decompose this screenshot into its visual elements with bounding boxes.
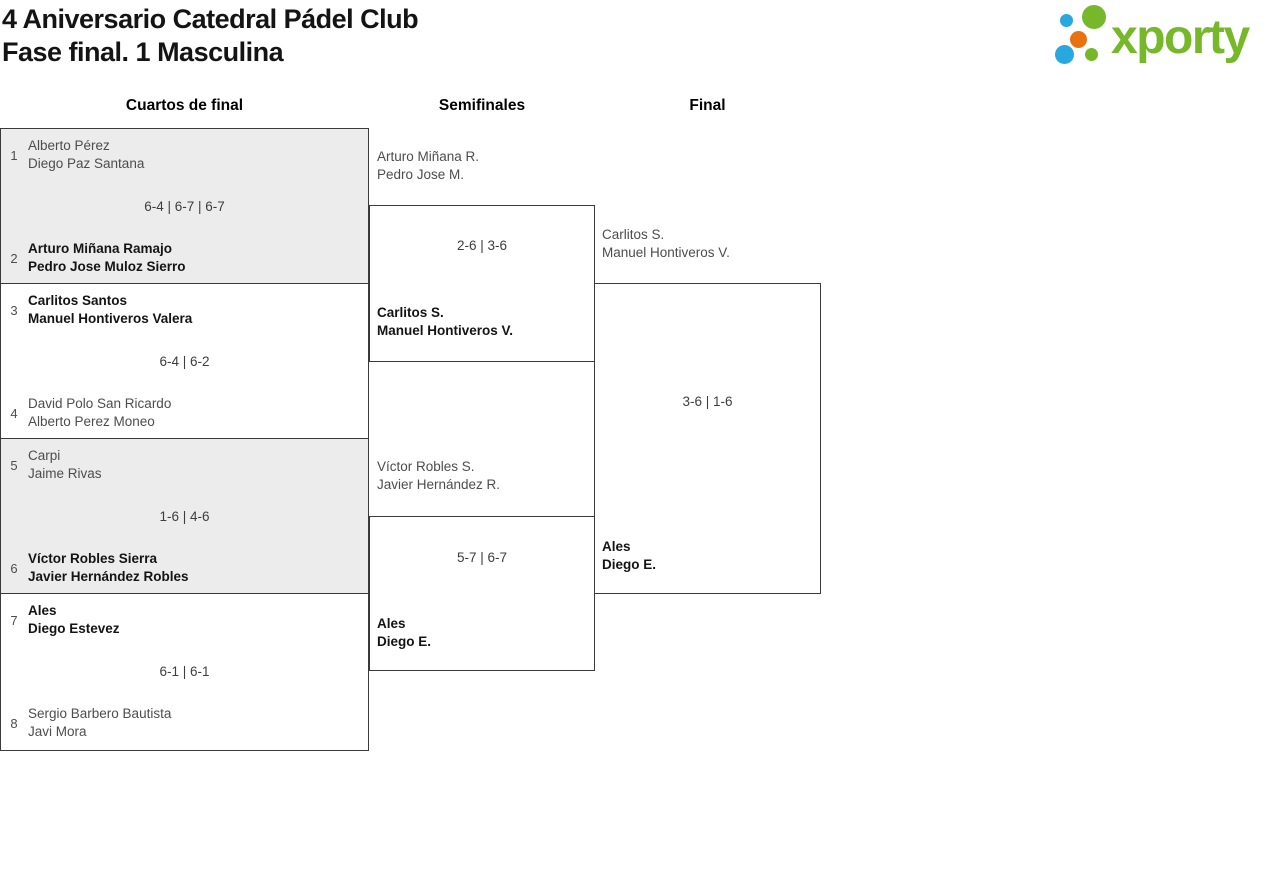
player-name: Víctor Robles S. xyxy=(377,459,475,474)
player-name: Diego E. xyxy=(602,557,657,572)
team-pair: Arturo Miñana Ramajo Pedro Jose Muloz Si… xyxy=(28,240,186,276)
team-pair: Ales Diego E. xyxy=(602,538,656,574)
team-pair: Carlitos S. Manuel Hontiveros V. xyxy=(377,304,513,340)
player-name: Alberto Perez Moneo xyxy=(28,414,155,429)
player-name: Javi Mora xyxy=(28,724,87,739)
quarterfinal-match-2[interactable]: 3 Carlitos Santos Manuel Hontiveros Vale… xyxy=(0,283,369,439)
logo-dot-blue-large-icon xyxy=(1055,45,1074,64)
seed-number: 4 xyxy=(10,405,18,421)
match-score: 2-6 | 3-6 xyxy=(456,238,508,253)
xporty-logo[interactable]: xporty xyxy=(1050,0,1280,76)
seed-number: 5 xyxy=(10,457,18,473)
player-name: Ales xyxy=(377,616,406,631)
player-name: Diego Paz Santana xyxy=(28,156,145,171)
logo-wordmark: xporty xyxy=(1111,11,1250,64)
team-pair: Carlitos S. Manuel Hontiveros V. xyxy=(602,226,730,262)
team-pair: Ales Diego Estevez xyxy=(28,602,120,638)
player-name: Víctor Robles Sierra xyxy=(28,551,158,566)
team-pair: David Polo San Ricardo Alberto Perez Mon… xyxy=(28,395,171,431)
logo-dot-blue-small-icon xyxy=(1060,14,1073,27)
player-name: Manuel Hontiveros V. xyxy=(377,323,514,338)
team-pair: Ales Diego E. xyxy=(377,615,431,651)
match-score: 5-7 | 6-7 xyxy=(456,550,508,565)
match-score: 6-4 | 6-7 | 6-7 xyxy=(144,199,225,214)
match-score: 6-1 | 6-1 xyxy=(159,664,210,679)
player-name: Pedro Jose M. xyxy=(377,167,465,182)
team-pair: Carlitos Santos Manuel Hontiveros Valera xyxy=(28,292,192,328)
seed-number: 8 xyxy=(10,715,18,731)
seed-number: 3 xyxy=(10,302,18,318)
match-score: 6-4 | 6-2 xyxy=(159,354,210,369)
player-name: Carlitos S. xyxy=(602,227,665,242)
match-score: 1-6 | 4-6 xyxy=(159,509,210,524)
seed-number: 6 xyxy=(10,560,18,576)
page-title: 4 Aniversario Catedral Pádel Club Fase f… xyxy=(2,3,419,69)
round-header-final: Final xyxy=(689,97,726,114)
player-name: Sergio Barbero Bautista xyxy=(28,706,172,721)
player-name: Arturo Miñana R. xyxy=(377,149,480,164)
team-pair: Víctor Robles S. Javier Hernández R. xyxy=(377,458,500,494)
team-pair: Arturo Miñana R. Pedro Jose M. xyxy=(377,148,479,184)
player-name: Manuel Hontiveros Valera xyxy=(28,311,193,326)
player-name: David Polo San Ricardo xyxy=(28,396,172,411)
team-pair: Víctor Robles Sierra Javier Hernández Ro… xyxy=(28,550,189,586)
player-name: Javier Hernández Robles xyxy=(28,569,189,584)
logo-dot-orange-icon xyxy=(1070,31,1087,48)
player-name: Javier Hernández R. xyxy=(377,477,501,492)
quarterfinal-match-3[interactable]: 5 Carpi Jaime Rivas 1-6 | 4-6 6 Víctor R… xyxy=(0,438,369,594)
player-name: Arturo Miñana Ramajo xyxy=(28,241,173,256)
player-name: Pedro Jose Muloz Sierro xyxy=(28,259,186,274)
final-match-box[interactable] xyxy=(594,283,821,594)
player-name: Alberto Pérez xyxy=(28,138,110,153)
team-pair: Sergio Barbero Bautista Javi Mora xyxy=(28,705,171,741)
quarterfinal-match-1[interactable]: 1 Alberto Pérez Diego Paz Santana 6-4 | … xyxy=(0,128,369,284)
logo-dot-green-small-icon xyxy=(1085,48,1098,61)
player-name: Jaime Rivas xyxy=(28,466,102,481)
player-name: Diego E. xyxy=(377,634,432,649)
round-header-semifinals: Semifinales xyxy=(438,97,526,114)
player-name: Carlitos S. xyxy=(377,305,444,320)
match-score: 3-6 | 1-6 xyxy=(682,394,733,409)
seed-number: 7 xyxy=(10,612,18,628)
player-name: Diego Estevez xyxy=(28,621,120,636)
player-name: Ales xyxy=(602,539,631,554)
player-name: Ales xyxy=(28,603,57,618)
phase-name: Fase final. 1 Masculina xyxy=(2,37,284,67)
team-pair: Carpi Jaime Rivas xyxy=(28,447,102,483)
seed-number: 1 xyxy=(10,147,18,163)
round-header-quarterfinals: Cuartos de final xyxy=(125,97,244,114)
player-name: Carlitos Santos xyxy=(28,293,128,308)
player-name: Carpi xyxy=(28,448,61,463)
player-name: Manuel Hontiveros V. xyxy=(602,245,730,260)
logo-dot-green-large-icon xyxy=(1082,5,1106,29)
team-pair: Alberto Pérez Diego Paz Santana xyxy=(28,137,144,173)
quarterfinal-match-4[interactable]: 7 Ales Diego Estevez 6-1 | 6-1 8 Sergio … xyxy=(0,593,369,751)
tournament-name: 4 Aniversario Catedral Pádel Club xyxy=(2,4,419,34)
seed-number: 2 xyxy=(10,250,18,266)
